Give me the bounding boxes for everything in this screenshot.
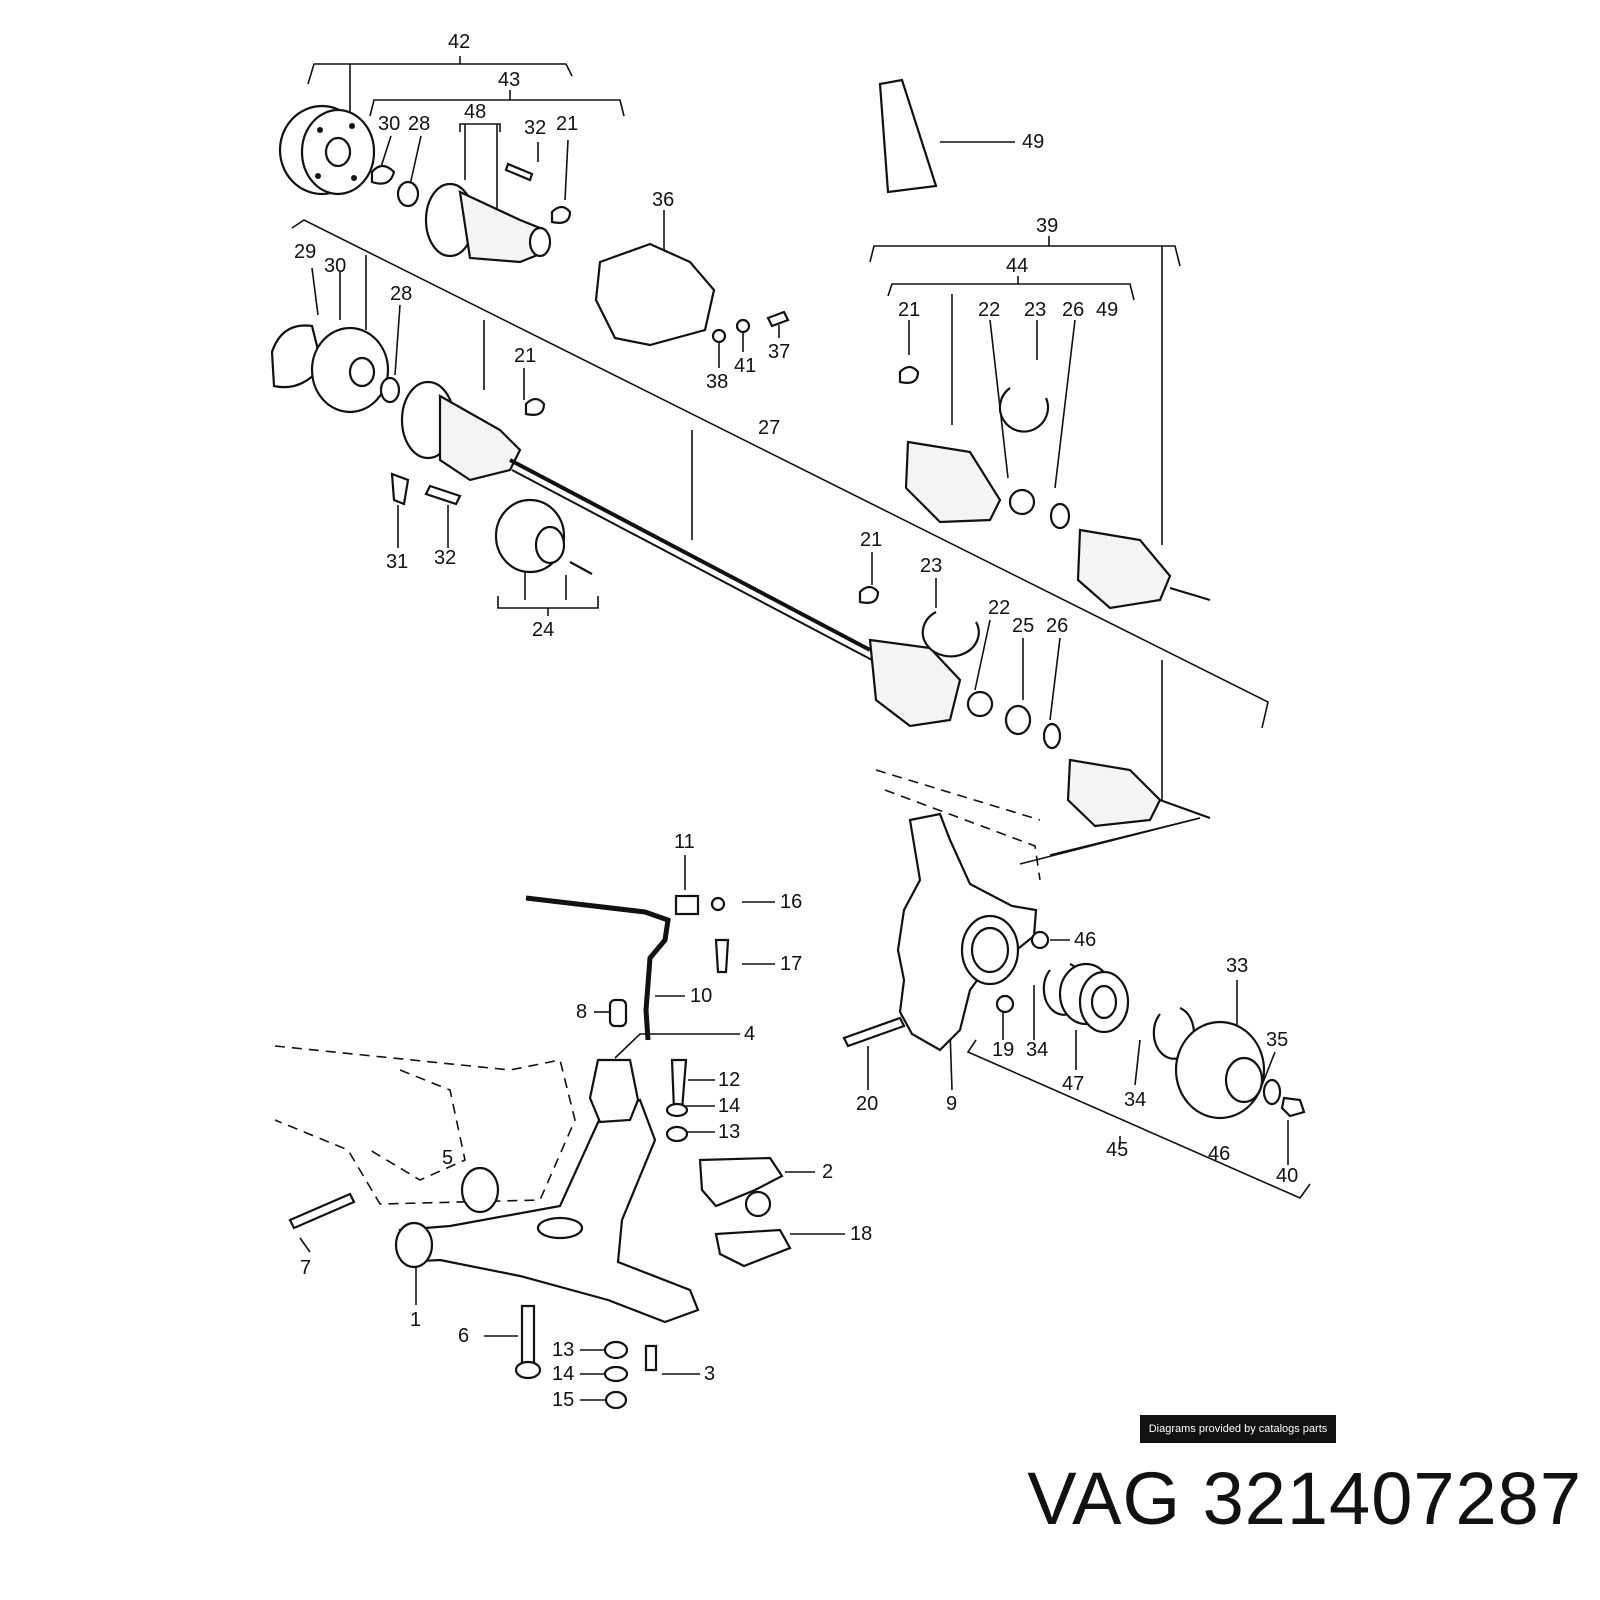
callout-24: 24 [532, 619, 554, 641]
callout-28: 28 [390, 283, 412, 305]
callout-31: 31 [386, 551, 408, 573]
callout-16: 16 [780, 891, 802, 913]
callout-21: 21 [860, 529, 882, 551]
callout-41: 41 [734, 355, 756, 377]
callout-27: 27 [758, 417, 780, 439]
callout-12: 12 [718, 1069, 740, 1091]
callout-9: 9 [946, 1093, 957, 1115]
drive-shaft-assembly [270, 78, 1211, 828]
callout-23: 23 [920, 555, 942, 577]
callout-43: 43 [498, 69, 520, 91]
callout-49: 49 [1022, 131, 1044, 153]
callout-33: 33 [1226, 955, 1248, 977]
callout-28: 28 [408, 113, 430, 135]
callout-49: 49 [1096, 299, 1118, 321]
callout-22: 22 [978, 299, 1000, 321]
callout-21: 21 [556, 113, 578, 135]
callout-46: 46 [1074, 929, 1096, 951]
callout-34: 34 [1124, 1089, 1146, 1111]
callout-3: 3 [704, 1363, 715, 1385]
callout-25: 25 [1012, 615, 1034, 637]
callout-17: 17 [780, 953, 802, 975]
callout-40: 40 [1276, 1165, 1298, 1187]
callout-18: 18 [850, 1223, 872, 1245]
callout-14: 14 [552, 1363, 574, 1385]
callout-labels: 42 43 48 30 28 32 21 36 49 29 30 28 21 3… [294, 31, 1298, 1411]
suspension-assembly [274, 894, 792, 1410]
callout-45: 45 [1106, 1139, 1128, 1161]
callout-22: 22 [988, 597, 1010, 619]
callout-14: 14 [718, 1095, 740, 1117]
callout-30: 30 [378, 113, 400, 135]
callout-39: 39 [1036, 215, 1058, 237]
callout-36: 36 [652, 189, 674, 211]
callout-11: 11 [674, 831, 695, 853]
callout-32: 32 [524, 117, 546, 139]
callout-26: 26 [1046, 615, 1068, 637]
callout-19: 19 [992, 1039, 1014, 1061]
callout-30: 30 [324, 255, 346, 277]
callout-38: 38 [706, 371, 728, 393]
callout-42: 42 [448, 31, 470, 53]
wheel-hub-assembly [842, 812, 1306, 1120]
callout-21: 21 [898, 299, 920, 321]
callout-13: 13 [718, 1121, 740, 1143]
diagram-credit-label: Diagrams provided by catalogs parts [1140, 1415, 1336, 1443]
callout-5: 5 [442, 1147, 453, 1169]
callout-35: 35 [1266, 1029, 1288, 1051]
callout-47: 47 [1062, 1073, 1084, 1095]
callout-13: 13 [552, 1339, 574, 1361]
callout-2: 2 [822, 1161, 833, 1183]
callout-15: 15 [552, 1389, 574, 1411]
callout-44: 44 [1006, 255, 1028, 277]
callout-6: 6 [458, 1325, 469, 1347]
callout-7: 7 [300, 1257, 311, 1279]
callout-29: 29 [294, 241, 316, 263]
callout-10: 10 [690, 985, 712, 1007]
callout-1: 1 [410, 1309, 421, 1331]
callout-20: 20 [856, 1093, 878, 1115]
callout-46: 46 [1208, 1143, 1230, 1165]
leader-lines [291, 56, 1311, 1401]
callout-32: 32 [434, 547, 456, 569]
part-number-title: VAG 321407287 [1027, 1457, 1582, 1540]
callout-48: 48 [464, 101, 486, 123]
callout-23: 23 [1024, 299, 1046, 321]
callout-4: 4 [744, 1023, 755, 1045]
callout-37: 37 [768, 341, 790, 363]
callout-8: 8 [576, 1001, 587, 1023]
callout-26: 26 [1062, 299, 1084, 321]
callout-21: 21 [514, 345, 536, 367]
callout-34: 34 [1026, 1039, 1048, 1061]
